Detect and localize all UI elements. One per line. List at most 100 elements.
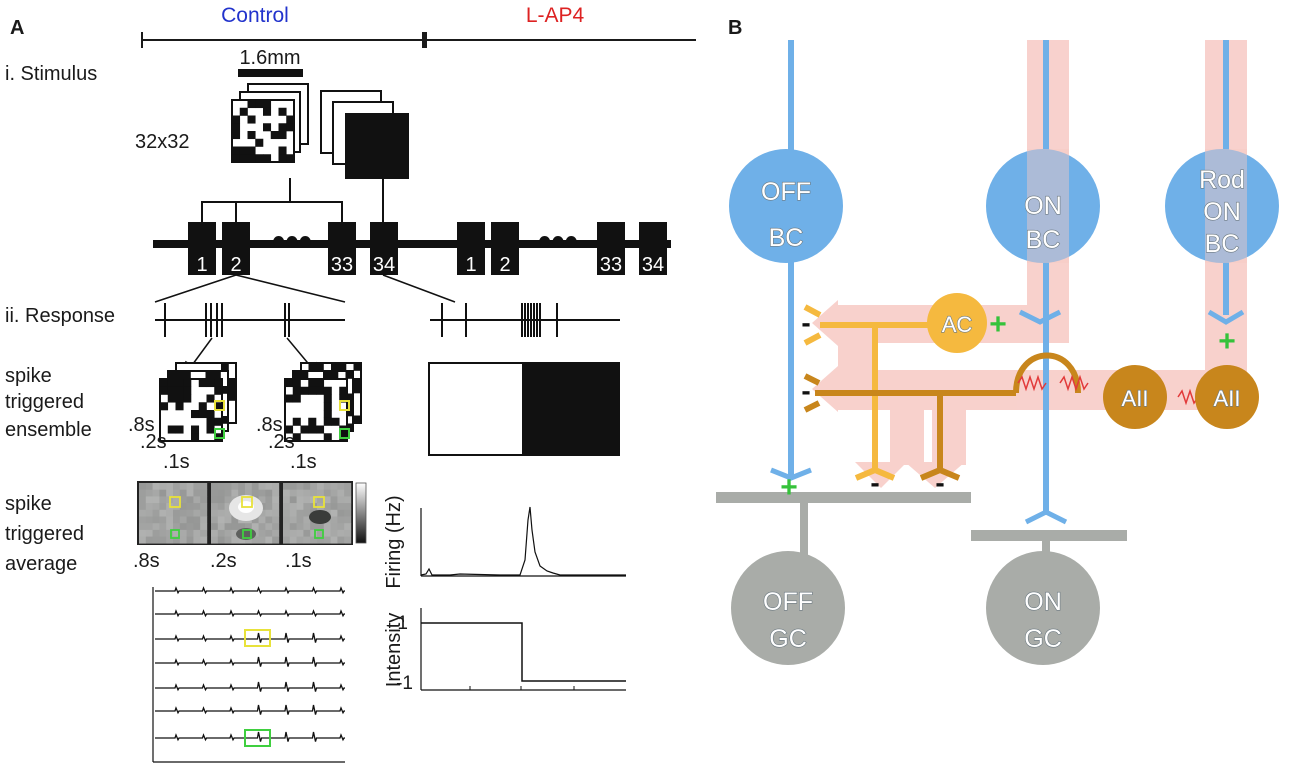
cell-bodies [729, 149, 1279, 665]
bipolar-processes [788, 40, 1229, 515]
checkerboard-frame [231, 99, 295, 163]
sta-label-line2: triggered [5, 523, 84, 545]
panel-b-label: B [728, 17, 742, 39]
stimulus-fullfield-stack [320, 90, 409, 179]
electrode-trace-row [155, 586, 345, 595]
on-gc-soma [986, 551, 1100, 665]
on-bc-label-2: BC [1026, 226, 1061, 254]
frame-block [491, 222, 519, 275]
frame-blocks: 1 2 33 34 1 2 33 34 [188, 222, 667, 276]
sign-minus-ac-off-bc: - [801, 307, 810, 338]
panel-b: B [716, 17, 1279, 665]
ste2-lag-2: .2s [268, 431, 295, 453]
yellow-electrode-marker [244, 629, 271, 647]
ste2-lag-1: .1s [290, 451, 317, 473]
panel-a-label: A [10, 17, 24, 39]
scale-bar-label: 1.6mm [239, 47, 300, 69]
intensity-tick-1: 1 [397, 613, 408, 634]
ste-frame-front [159, 378, 223, 442]
on-gc-label-2: GC [1024, 625, 1062, 653]
grid-size-label: 32x32 [135, 131, 190, 153]
frame-block-label: 34 [642, 254, 664, 276]
electrode-trace-row [155, 632, 345, 643]
sign-plus-off-bc-gc: + [780, 471, 798, 504]
sta-frame [281, 481, 353, 545]
ste-stack-2 [284, 362, 362, 442]
synapse-signs: + + + - - - - [780, 307, 1236, 504]
sta-lag-2: .2s [210, 550, 237, 572]
rod-on-bc-label-2: ON [1203, 198, 1241, 226]
stimulus-label: i. Stimulus [5, 63, 97, 85]
ste-yellow-marker [339, 400, 350, 411]
scale-bar [238, 69, 303, 77]
frame-block-label: 2 [230, 254, 241, 276]
electrode-trace-row [155, 609, 345, 618]
off-bc-soma [729, 149, 843, 263]
panel-a: A Control L-AP4 i. Stimulus 1.6mm 32x32 [5, 4, 696, 763]
off-gc-soma [731, 551, 845, 665]
ste1-lag-1: .1s [163, 451, 190, 473]
zoom-lines [154, 274, 456, 303]
spike-train-lap4 [430, 303, 620, 337]
frame-block [639, 222, 667, 275]
ste-stack-1 [159, 362, 237, 442]
sta-yellow-marker [241, 496, 253, 508]
frame-block-label: 2 [499, 254, 510, 276]
ac-label: AC [942, 312, 973, 337]
cell-labels: OFF BC ON BC Rod ON BC AC AII AII OFF GC… [760, 165, 1245, 653]
frame-block-label: 1 [465, 254, 476, 276]
ste-label-line2: triggered [5, 391, 84, 413]
frame-block-label: 34 [373, 254, 395, 276]
on-bc-label-1: ON [1024, 192, 1062, 220]
stimulus-checkerboard-stack [231, 83, 309, 163]
frame-block-label: 1 [196, 254, 207, 276]
response-label: ii. Response [5, 305, 115, 327]
sta-frames [137, 481, 353, 545]
bipolar-terminals [770, 309, 1245, 525]
condition-lap4-label: L-AP4 [526, 4, 585, 27]
spike-train-control [155, 303, 345, 337]
off-gc-label-1: OFF [763, 588, 813, 616]
sign-plus-rod-aii: + [1218, 325, 1236, 358]
frame-block [328, 222, 356, 275]
condition-timeline [141, 32, 696, 48]
sta-colorbar [355, 482, 367, 544]
on-gc-label-1: ON [1024, 588, 1062, 616]
ste1-lag-8: .8s [128, 414, 155, 436]
aii-right-label: AII [1214, 386, 1241, 411]
rod-on-bc-label-3: BC [1205, 230, 1240, 258]
ste-frame-front [284, 378, 348, 442]
electrode-traces-grid [152, 586, 345, 763]
ste1-lag-2: .2s [140, 431, 167, 453]
off-bc-label-1: OFF [761, 178, 811, 206]
frame-block-label: 33 [600, 254, 622, 276]
frame-block [222, 222, 250, 275]
frame-block [597, 222, 625, 275]
aii-right-soma [1195, 365, 1259, 429]
sign-plus-on-bc-ac: + [989, 308, 1007, 341]
electrode-trace-row [155, 681, 345, 692]
sta-green-marker [314, 529, 324, 539]
ste2-lag-8: .8s [256, 414, 283, 436]
frame-sequence-bar [153, 240, 671, 248]
sta-frame [209, 481, 281, 545]
aii-left-soma [1103, 365, 1167, 429]
sign-minus-ac-off-gc: - [870, 467, 879, 498]
lap4-fullfield-response [428, 362, 620, 456]
frame-block [457, 222, 485, 275]
ac-soma [927, 293, 987, 353]
condition-control-label: Control [221, 4, 289, 27]
off-bc-label-2: BC [769, 224, 804, 252]
ste-green-marker [339, 428, 350, 439]
rod-pathway-overlay [1027, 149, 1247, 263]
sta-frame [137, 481, 209, 545]
frame-block [188, 222, 216, 275]
frame-block-label: 33 [331, 254, 353, 276]
sta-yellow-marker [169, 496, 181, 508]
frame-block [370, 222, 398, 275]
sta-yellow-marker [313, 496, 325, 508]
sta-label-line1: spike [5, 493, 52, 515]
intensity-tick-neg1: -1 [396, 673, 413, 694]
gap-junctions [1017, 374, 1199, 406]
